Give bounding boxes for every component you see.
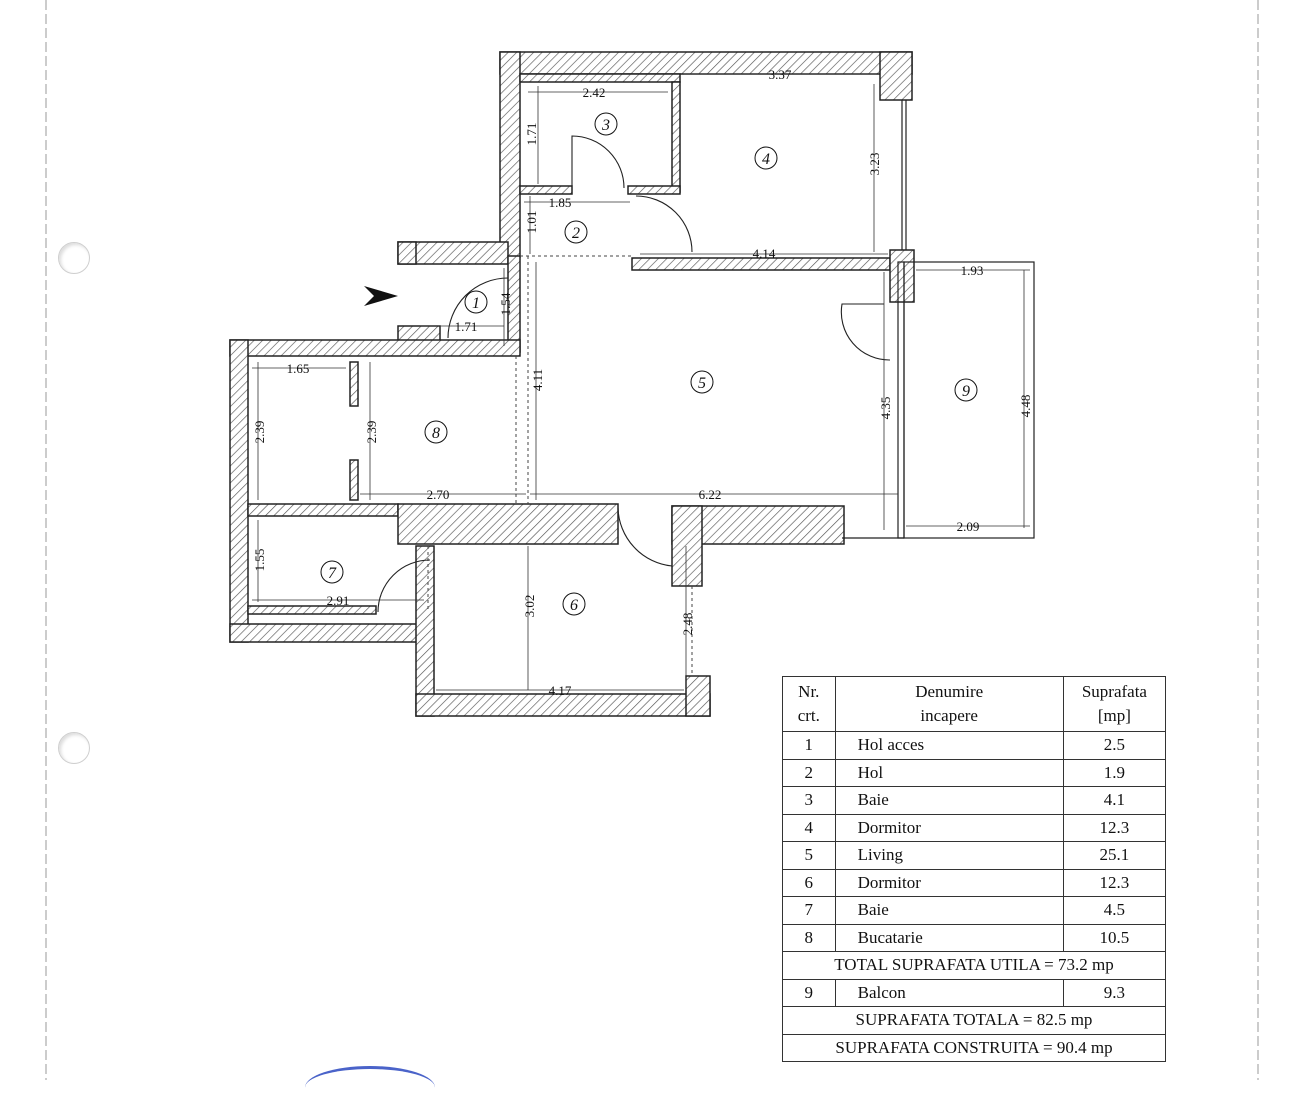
svg-text:9: 9 [962, 383, 970, 400]
binder-hole [58, 242, 90, 274]
dim-label: 4.17 [549, 683, 572, 698]
svg-text:2: 2 [572, 225, 580, 242]
entrance-arrow-icon [364, 286, 398, 306]
room-marker-9: 9 [954, 378, 978, 402]
dim-label: 1.54 [498, 292, 513, 315]
dim-label: 4.35 [878, 397, 893, 420]
door-swings [377, 135, 891, 613]
room-marker-1: 1 [464, 290, 488, 314]
svg-text:6: 6 [570, 597, 578, 614]
dim-label: 3.23 [867, 153, 882, 176]
room-separators [427, 255, 693, 676]
dim-label: 1.93 [961, 263, 984, 278]
room-marker-8: 8 [424, 420, 448, 444]
room-marker-4: 4 [754, 146, 778, 170]
total-row: SUPRAFATA TOTALA = 82.5 mp [782, 1006, 1166, 1035]
dim-label: 2.70 [427, 487, 450, 502]
dim-label: 4.11 [530, 369, 545, 391]
dim-label: 1.55 [252, 549, 267, 572]
svg-text:7: 7 [328, 565, 337, 582]
construita-row: SUPRAFATA CONSTRUITA = 90.4 mp [782, 1033, 1166, 1062]
dim-label: 1.85 [549, 195, 572, 210]
svg-text:3: 3 [601, 117, 610, 134]
svg-text:4: 4 [762, 151, 770, 168]
dim-label: 1.01 [524, 211, 539, 234]
dim-label: 4.48 [1018, 395, 1033, 418]
svg-text:8: 8 [432, 425, 440, 442]
header-nr: Nr.crt. [782, 676, 836, 732]
dim-label: 6.22 [699, 487, 722, 502]
dim-label: 3.37 [769, 67, 792, 82]
header-area: Suprafata[mp] [1062, 676, 1167, 732]
dim-label: 2.39 [364, 421, 379, 444]
svg-text:5: 5 [698, 375, 706, 392]
walls [229, 51, 1035, 717]
dim-label: 1.65 [287, 361, 310, 376]
total-utila-row: TOTAL SUPRAFATA UTILA = 73.2 mp [782, 951, 1166, 980]
dim-label: 2.39 [252, 421, 267, 444]
dim-label: 2.09 [957, 519, 980, 534]
dim-label: 1.71 [524, 123, 539, 146]
room-marker-5: 5 [690, 370, 714, 394]
stamp-mark [305, 1066, 435, 1109]
room-markers: 1 2 3 4 5 6 7 8 9 [320, 112, 978, 616]
dimension-labels: 2.42 3.37 1.71 3.23 1.85 1.01 4.14 1.93 … [252, 67, 1033, 698]
binder-hole [58, 732, 90, 764]
dim-label: 2.91 [327, 593, 350, 608]
svg-text:1: 1 [472, 295, 480, 312]
room-marker-6: 6 [562, 592, 586, 616]
room-marker-3: 3 [594, 112, 618, 136]
dim-label: 2.48 [680, 613, 695, 636]
dim-label: 2.42 [583, 85, 606, 100]
dimension-lines [252, 73, 1030, 691]
room-marker-7: 7 [320, 560, 344, 584]
floor-plan: 2.42 3.37 1.71 3.23 1.85 1.01 4.14 1.93 … [45, 0, 1259, 1080]
dim-label: 3.02 [522, 595, 537, 618]
room-marker-2: 2 [564, 220, 588, 244]
dim-label: 4.14 [753, 246, 776, 261]
dim-label: 1.71 [455, 319, 478, 334]
